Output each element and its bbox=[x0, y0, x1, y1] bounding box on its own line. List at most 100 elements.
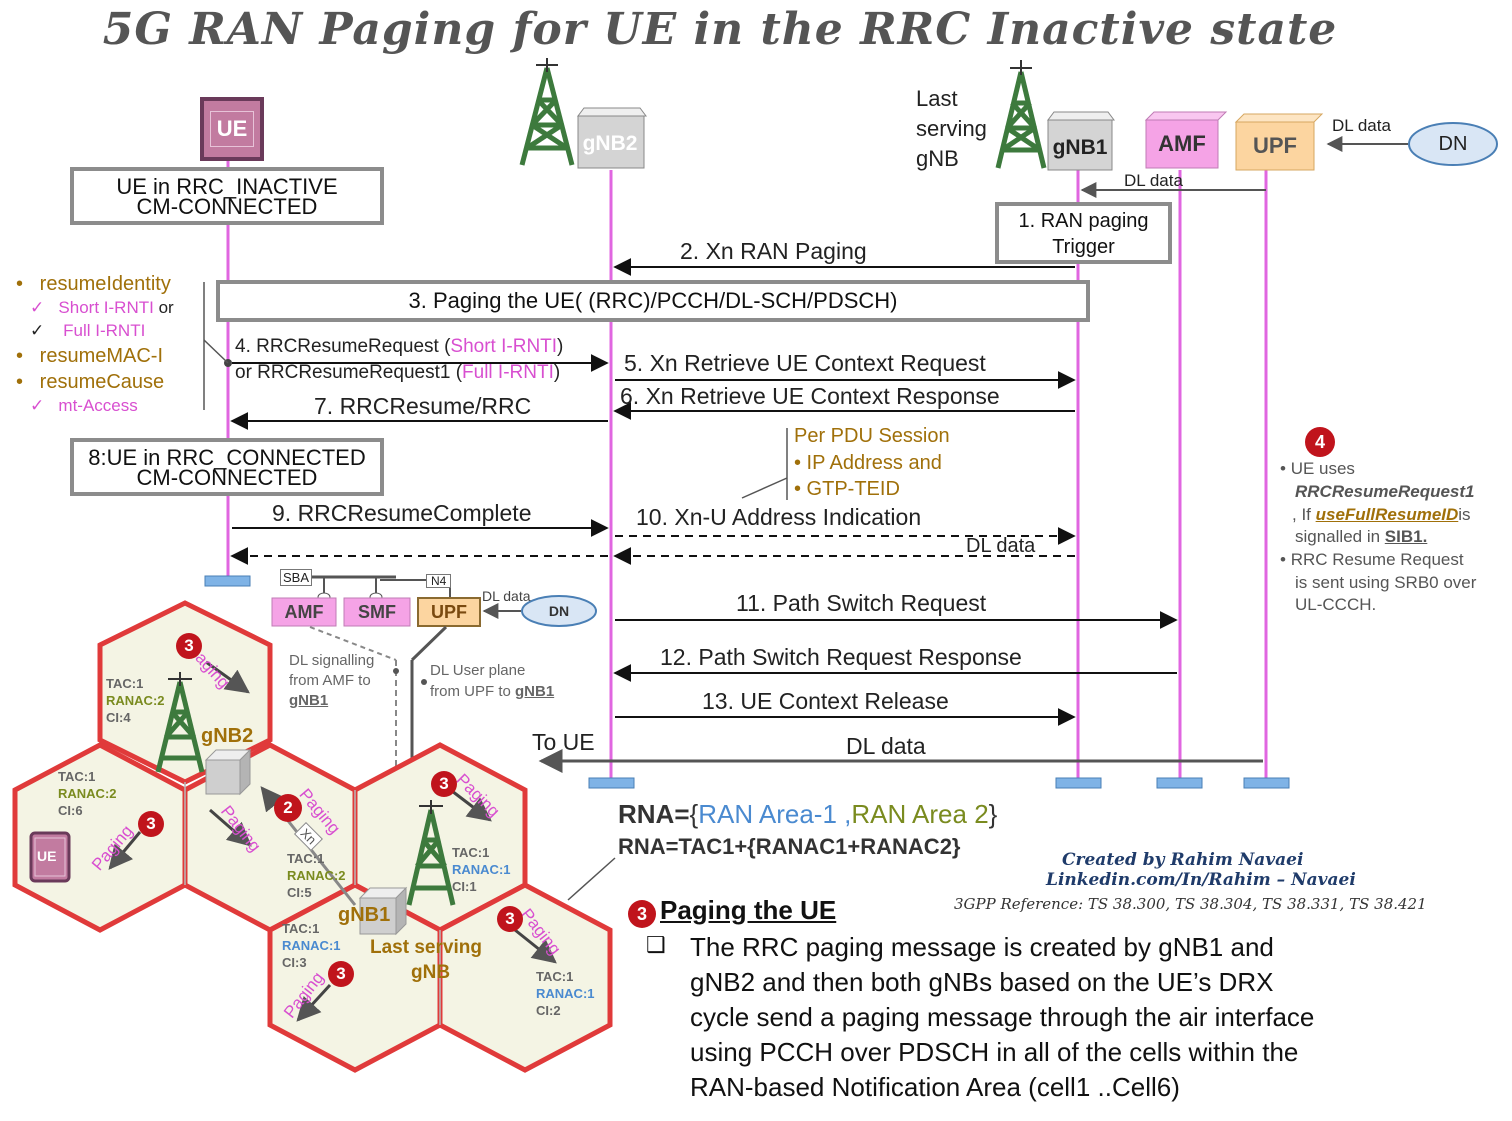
gnb1-lifeline-end bbox=[1055, 777, 1102, 789]
state-inactive-box: UE in RRC_INACTIVE CM-CONNECTED bbox=[70, 167, 384, 225]
gnb1-tower-icon bbox=[995, 60, 1047, 169]
page-title: 5G RAN Paging for UE in the RRC Inactive… bbox=[102, 4, 1338, 55]
m2-label: 2. Xn RAN Paging bbox=[680, 238, 867, 264]
note-full-irnti: ✓ Full I-RNTI bbox=[30, 321, 146, 340]
m3-label: 3. Paging the UE( (RRC)/PCCH/DL-SCH/PDSC… bbox=[408, 288, 898, 313]
ue-lifeline-end bbox=[204, 575, 251, 587]
gnb2-label: gNB2 bbox=[582, 132, 638, 155]
ue-label: UE bbox=[209, 111, 255, 147]
upf-label: UPF bbox=[1253, 133, 1297, 158]
last-serving-line2: serving bbox=[916, 116, 987, 141]
mini-smf-shape bbox=[343, 597, 411, 627]
credit-created: Created by Rahim Navaei bbox=[1062, 850, 1304, 870]
dl-user-plane-path bbox=[410, 625, 448, 662]
right-note-b2a: • RRC Resume Request bbox=[1280, 550, 1464, 569]
map-last-serving-label: Last serving bbox=[370, 937, 482, 958]
ue-entity: UE bbox=[200, 97, 264, 161]
note-resume-cause: • resumeCause bbox=[16, 371, 165, 393]
gnb2-lifeline-end bbox=[588, 777, 635, 789]
credit-linkedin: Linkedin.com/In/Rahim – Navaei bbox=[1046, 870, 1356, 890]
pdu-note-line3: • GTP-TEID bbox=[794, 478, 900, 500]
dl-data-mid-label: DL data bbox=[966, 535, 1036, 557]
gnb2-tower-icon bbox=[519, 58, 575, 166]
dn-label: DN bbox=[1438, 132, 1468, 155]
rna-pointer bbox=[567, 857, 616, 901]
right-note-b2c: UL-CCCH. bbox=[1295, 595, 1377, 614]
paging-box-line5: RAN-based Notification Area (cell1 ..Cel… bbox=[690, 1072, 1180, 1102]
paging-box-body: The RRC paging message is created by gNB… bbox=[690, 930, 1314, 1105]
gnb1-label: gNB1 bbox=[1052, 136, 1108, 159]
upf-lifeline-end bbox=[1243, 777, 1290, 789]
m13-label: 13. UE Context Release bbox=[702, 688, 949, 714]
mini-amf-label: AMF bbox=[284, 601, 324, 622]
paging-box-line4: using PCCH over PDSCH in all of the cell… bbox=[690, 1037, 1299, 1067]
last-serving-line3: gNB bbox=[916, 146, 959, 171]
gnb2-box-shape bbox=[577, 107, 647, 169]
amf-box-shape bbox=[1144, 111, 1228, 169]
map-gnb1-label: gNB1 bbox=[338, 904, 391, 926]
map-badge-xn: 2 bbox=[274, 794, 302, 822]
state-connected-box: 8:UE in RRC_CONNECTED CM-CONNECTED bbox=[70, 438, 384, 496]
pdu-note-line1: Per PDU Session bbox=[794, 425, 950, 447]
mini-amf-shape bbox=[271, 597, 337, 627]
map-gnb2-label: gNB2 bbox=[201, 725, 254, 747]
mini-dn-label: DN bbox=[548, 603, 570, 619]
dl-user-plane-line2: from UPF to gNB1 bbox=[430, 683, 555, 700]
dl-data-gnb1-label: DL data bbox=[1124, 171, 1183, 190]
m12-label: 12. Path Switch Request Response bbox=[660, 644, 1022, 670]
right-note-b1c: , If useFullResumeIDis bbox=[1292, 505, 1471, 524]
m4-label-line2: or RRCResumeRequest1 (Full I-RNTI) bbox=[235, 362, 561, 383]
right-note-b2b: is sent using SRB0 over bbox=[1295, 573, 1477, 592]
to-ue-label: To UE bbox=[532, 729, 595, 755]
dl-signalling-line1: DL signalling bbox=[289, 652, 375, 669]
map-gnb2-tower-icon bbox=[155, 672, 205, 773]
dl-data-top-label: DL data bbox=[1332, 116, 1391, 135]
dl-data-bottom-label: DL data bbox=[846, 733, 926, 759]
rna-line2: RNA=TAC1+{RANAC1+RANAC2} bbox=[618, 834, 961, 859]
m6-label: 6. Xn Retrieve UE Context Response bbox=[620, 383, 1000, 409]
paging-box-line2: gNB2 and then both gNBs based on the UE’… bbox=[690, 967, 1274, 997]
m7-label: 7. RRCResume/RRC bbox=[314, 393, 532, 419]
gnb1-box-shape bbox=[1047, 111, 1115, 171]
m4-label-line1: 4. RRCResumeRequest (Short I-RNTI) bbox=[235, 336, 564, 357]
paging-box-badge: 3 bbox=[628, 900, 656, 928]
rna-line1: RNA={RAN Area-1 ,RAN Area 2} bbox=[618, 799, 998, 829]
cell-map bbox=[12, 600, 613, 1073]
note-resume-identity: • resumeIdentity bbox=[16, 273, 171, 295]
mini-n4-label: N4 bbox=[426, 574, 452, 588]
right-note-b1f: signalled in SIB1. bbox=[1295, 527, 1428, 546]
note-mt-access: ✓ mt-Access bbox=[30, 396, 138, 415]
map-gnb1-cube bbox=[358, 886, 408, 936]
state-inactive-line1: UE in RRC_INACTIVE bbox=[116, 174, 338, 199]
paging-box-heading: Paging the UE bbox=[660, 895, 837, 925]
map-badge-ci2: 3 bbox=[497, 906, 523, 932]
state-connected-line1: 8:UE in RRC_CONNECTED bbox=[88, 445, 366, 470]
state-inactive-line2: CM-CONNECTED bbox=[136, 194, 318, 219]
amf-lifeline-end bbox=[1156, 777, 1203, 789]
mini-upf-shape bbox=[417, 597, 481, 627]
m5-label: 5. Xn Retrieve UE Context Request bbox=[624, 350, 986, 376]
dl-signalling-line3: gNB1 bbox=[289, 692, 329, 709]
pdu-note-connector bbox=[741, 477, 788, 499]
map-gnb2-cube bbox=[204, 748, 252, 796]
m11-label: 11. Path Switch Request bbox=[736, 590, 987, 616]
map-badge-ci6: 3 bbox=[138, 811, 164, 837]
mini-upf-label: UPF bbox=[431, 601, 467, 622]
mini-smf-label: SMF bbox=[358, 601, 396, 622]
dl-signalling-path bbox=[309, 626, 397, 661]
left-note-connector bbox=[203, 339, 229, 364]
right-note-b1b: RRCResumeRequest1 bbox=[1295, 482, 1475, 501]
upf-box-shape bbox=[1234, 113, 1324, 171]
ran-paging-trigger-box: 1. RAN paging Trigger bbox=[995, 202, 1172, 264]
note-short-irnti: ✓ Short I-RNTI or bbox=[30, 298, 174, 317]
paging-box-line1: The RRC paging message is created by gNB… bbox=[690, 932, 1274, 962]
amf-label: AMF bbox=[1158, 131, 1206, 156]
dl-signalling-line2: from AMF to bbox=[289, 672, 371, 689]
right-note-badge: 4 bbox=[1305, 427, 1335, 457]
